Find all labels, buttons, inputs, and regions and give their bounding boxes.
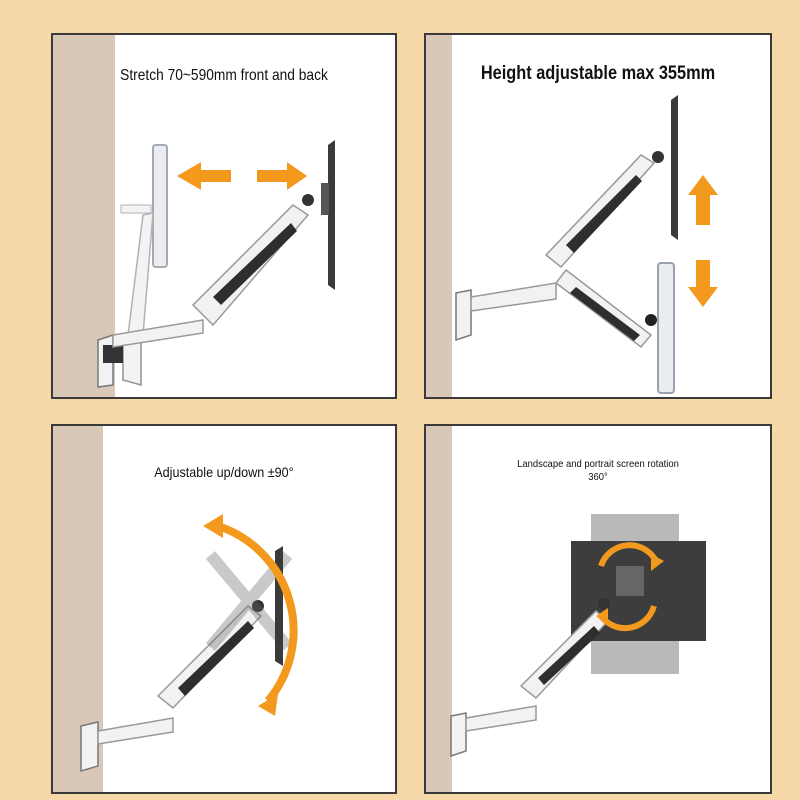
- tilted-monitor-ghosts: [205, 551, 293, 651]
- caption-line-2: 360°: [588, 471, 608, 483]
- monitor-arm-illustration: [455, 95, 718, 394]
- monitor: [321, 140, 335, 290]
- rotate-arc-icon: [203, 514, 298, 716]
- wall: [426, 35, 452, 397]
- arrow-left-icon: [177, 162, 231, 190]
- arm: [156, 600, 264, 710]
- panel-caption: Height adjustable max 355mm: [480, 63, 716, 84]
- arrow-down-icon: [688, 260, 718, 307]
- wall: [53, 35, 115, 397]
- panel-caption: Adjustable up/down ±90°: [154, 464, 294, 480]
- arrow-right-icon: [257, 162, 307, 190]
- panel-caption: Stretch 70~590mm front and back: [120, 67, 328, 84]
- panel-rotation: Landscape and portrait screen rotation 3…: [424, 424, 772, 794]
- extended-arm: [97, 194, 314, 388]
- wall-mount: [80, 717, 174, 773]
- wall-mount: [450, 705, 537, 758]
- monitor-arm-illustration: [80, 514, 298, 773]
- arm: [519, 598, 610, 700]
- retracted-monitor: [120, 144, 168, 386]
- monitor-arm-illustration: [97, 140, 335, 388]
- panel-caption: Landscape and portrait screen rotation 3…: [443, 458, 753, 484]
- monitor-arm-illustration: [450, 514, 706, 758]
- wall: [426, 426, 452, 792]
- arrow-up-icon: [688, 175, 718, 225]
- wall-mount: [455, 282, 557, 342]
- panel-stretch: Stretch 70~590mm front and back: [51, 33, 397, 399]
- arrow-head: [651, 554, 664, 571]
- arrow-head: [596, 608, 608, 626]
- panel-tilt: Adjustable up/down ±90°: [51, 424, 397, 794]
- vesa-plate: [616, 566, 644, 596]
- panel-height: Height adjustable max 355mm: [424, 33, 772, 399]
- upper-arm: [544, 95, 678, 269]
- caption-line-1: Landscape and portrait screen rotation: [517, 458, 679, 470]
- lower-arm: [554, 262, 675, 394]
